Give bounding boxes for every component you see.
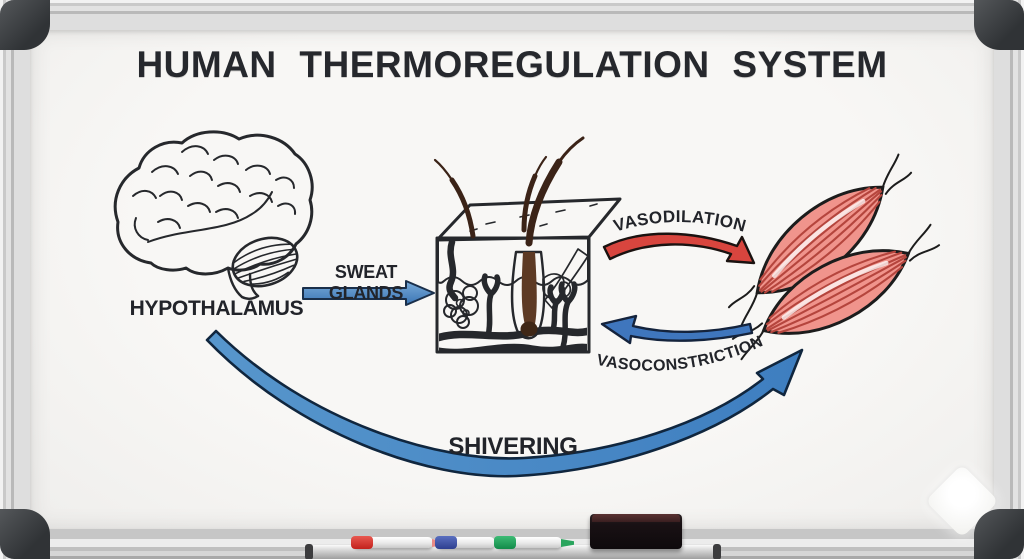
cerebellum bbox=[231, 236, 299, 288]
vasodilation-label: VASODILATION bbox=[611, 207, 748, 236]
hair-follicle bbox=[510, 250, 546, 340]
sebaceous-gland bbox=[542, 273, 572, 300]
marker-red-cap bbox=[351, 536, 373, 549]
hypothalamus-label: HYPOTHALAMUS bbox=[129, 297, 304, 320]
shivering-arrow bbox=[205, 329, 804, 478]
frame-rail-left bbox=[0, 0, 30, 559]
vasoconstriction-arrow bbox=[600, 314, 754, 345]
frame-corner-top-right bbox=[974, 0, 1024, 50]
marker-green bbox=[494, 536, 574, 549]
shivering-label: SHIVERING bbox=[448, 433, 578, 460]
marker-blue-cap bbox=[435, 536, 457, 549]
frame-corner-bottom-left bbox=[0, 509, 50, 559]
sweat-glands-label: SWEAT GLANDS bbox=[328, 262, 404, 303]
marker-green-cap bbox=[494, 536, 516, 549]
frame-rail-top bbox=[0, 0, 1024, 30]
brain-illustration bbox=[113, 130, 314, 300]
frame-rail-right bbox=[994, 0, 1024, 559]
vasodilation-arrow bbox=[602, 232, 756, 265]
board-eraser bbox=[590, 514, 682, 549]
sweat-gland bbox=[443, 238, 479, 329]
marker-green-tip bbox=[561, 539, 574, 547]
marker-blue bbox=[435, 536, 495, 549]
skin-cross-section-illustration bbox=[433, 136, 622, 354]
sweat-glands-arrow bbox=[302, 280, 435, 306]
hairs bbox=[433, 136, 585, 247]
frame-corner-bottom-right bbox=[974, 509, 1024, 559]
diagram-title: HUMAN THERMOREGULATION SYSTEM bbox=[136, 44, 888, 85]
frame-corner-top-left bbox=[0, 0, 50, 50]
marker-red bbox=[351, 536, 445, 549]
arrector-pili-muscle bbox=[544, 248, 589, 309]
